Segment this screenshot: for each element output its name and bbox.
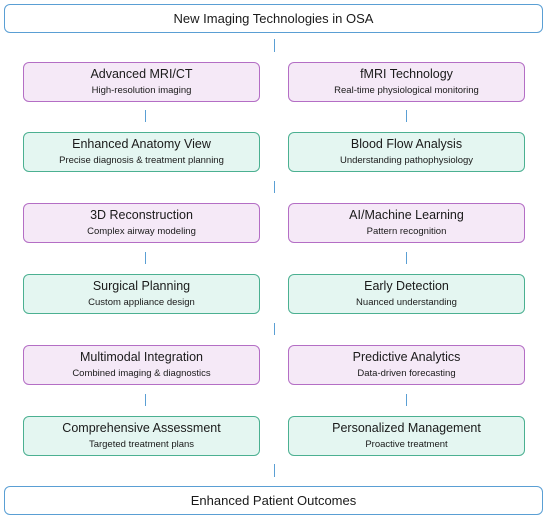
box-advanced-mri-ct: Advanced MRI/CT High-resolution imaging: [23, 62, 260, 102]
box-surgical-planning: Surgical Planning Custom appliance desig…: [23, 274, 260, 314]
box-enhanced-anatomy-view: Enhanced Anatomy View Precise diagnosis …: [23, 132, 260, 172]
connector-right: [406, 394, 407, 406]
connector-right: [406, 110, 407, 122]
connector-left: [145, 252, 146, 264]
connector-bottom: [274, 464, 275, 477]
box-subtitle: Complex airway modeling: [87, 226, 196, 237]
box-personalized-management: Personalized Management Proactive treatm…: [288, 416, 525, 456]
box-title: Advanced MRI/CT: [90, 67, 193, 81]
connector-right: [406, 252, 407, 264]
box-title: Predictive Analytics: [352, 350, 461, 364]
box-title: fMRI Technology: [360, 67, 453, 81]
box-subtitle: High-resolution imaging: [91, 85, 192, 96]
box-subtitle: Combined imaging & diagnostics: [72, 368, 211, 379]
box-title: Comprehensive Assessment: [62, 421, 221, 435]
box-3d-reconstruction: 3D Reconstruction Complex airway modelin…: [23, 203, 260, 243]
box-title: AI/Machine Learning: [349, 208, 464, 222]
box-subtitle: Targeted treatment plans: [88, 439, 195, 450]
connector-top: [274, 39, 275, 52]
top-title-box: New Imaging Technologies in OSA: [4, 4, 543, 33]
top-title-label: New Imaging Technologies in OSA: [173, 11, 374, 26]
box-subtitle: Custom appliance design: [88, 297, 195, 308]
box-comprehensive-assessment: Comprehensive Assessment Targeted treatm…: [23, 416, 260, 456]
box-title: Personalized Management: [332, 421, 481, 435]
connector-center: [274, 181, 275, 193]
box-title: Multimodal Integration: [80, 350, 203, 364]
box-title: Surgical Planning: [92, 279, 191, 293]
connector-left: [145, 110, 146, 122]
box-ai-machine-learning: AI/Machine Learning Pattern recognition: [288, 203, 525, 243]
bottom-outcome-label: Enhanced Patient Outcomes: [190, 493, 357, 508]
box-title: Early Detection: [364, 279, 449, 293]
box-title: 3D Reconstruction: [90, 208, 193, 222]
box-title: Enhanced Anatomy View: [72, 137, 211, 151]
box-subtitle: Precise diagnosis & treatment planning: [59, 155, 224, 166]
box-multimodal-integration: Multimodal Integration Combined imaging …: [23, 345, 260, 385]
box-subtitle: Proactive treatment: [365, 439, 448, 450]
box-predictive-analytics: Predictive Analytics Data-driven forecas…: [288, 345, 525, 385]
connector-left: [145, 394, 146, 406]
box-early-detection: Early Detection Nuanced understanding: [288, 274, 525, 314]
box-subtitle: Real-time physiological monitoring: [334, 85, 479, 96]
box-blood-flow-analysis: Blood Flow Analysis Understanding pathop…: [288, 132, 525, 172]
box-subtitle: Data-driven forecasting: [357, 368, 456, 379]
box-title: Blood Flow Analysis: [350, 137, 463, 151]
bottom-outcome-box: Enhanced Patient Outcomes: [4, 486, 543, 515]
box-subtitle: Understanding pathophysiology: [339, 155, 474, 166]
box-fmri-technology: fMRI Technology Real-time physiological …: [288, 62, 525, 102]
connector-center: [274, 323, 275, 335]
box-subtitle: Pattern recognition: [366, 226, 447, 237]
box-subtitle: Nuanced understanding: [356, 297, 457, 308]
